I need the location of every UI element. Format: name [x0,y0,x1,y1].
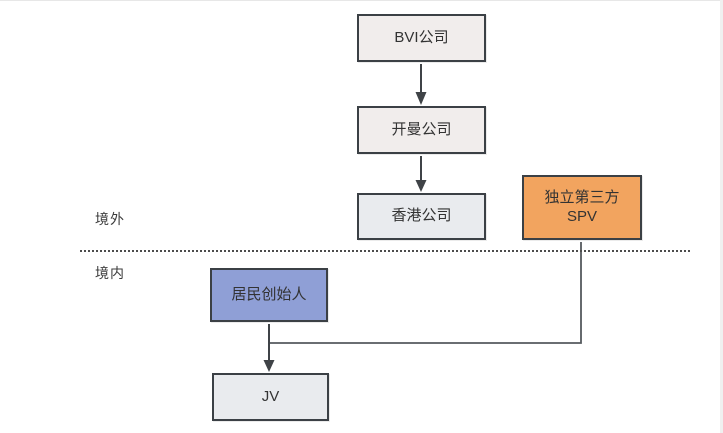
node-jv-label: JV [261,387,280,405]
window-right-border [720,0,723,433]
node-jv[interactable]: JV [212,373,329,421]
node-independent-spv-label-line2: SPV [566,207,597,225]
window-top-border [0,0,723,1]
node-hongkong-company[interactable]: 香港公司 [357,193,486,240]
node-resident-founder-label: 居民创始人 [231,285,307,303]
node-independent-spv-label-line1: 独立第三方 [544,188,620,206]
edge-cayman-hongkong-arrowhead [415,180,427,192]
node-resident-founder[interactable]: 居民创始人 [210,268,328,322]
node-independent-spv[interactable]: 独立第三方 SPV [522,175,642,240]
node-hongkong-company-label: 香港公司 [391,207,452,225]
onshore-region-label: 境内 [95,265,125,281]
node-bvi-company[interactable]: BVI公司 [357,14,486,62]
node-cayman-company[interactable]: 开曼公司 [357,106,486,154]
edge-bvi-cayman-arrowhead [415,92,427,105]
node-cayman-company-label: 开曼公司 [391,120,452,138]
offshore-region-label: 境外 [95,211,125,227]
node-bvi-company-label: BVI公司 [394,28,449,46]
offshore-onshore-divider [80,250,690,252]
edge-founder-jv-arrowhead [263,360,275,372]
